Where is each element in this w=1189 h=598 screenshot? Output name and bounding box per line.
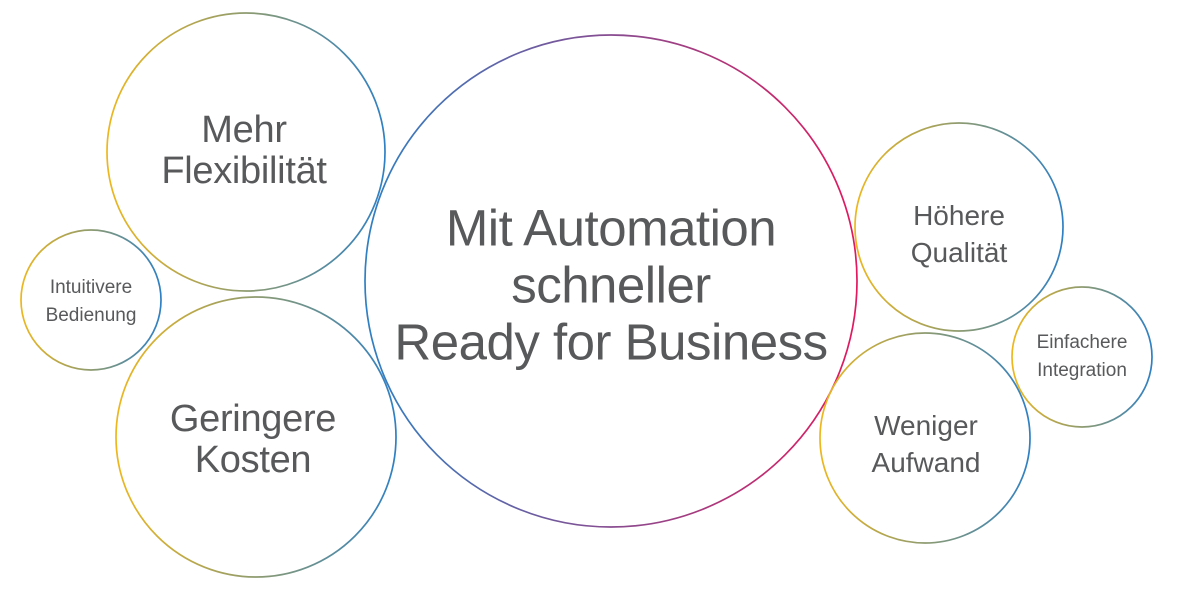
bubble-outline-geringere-kosten: [115, 296, 397, 578]
bubble-label-line: Einfachere: [1036, 332, 1128, 353]
center-bubble-outline: [364, 34, 858, 528]
bubble-label-line: Höhere: [913, 200, 1005, 231]
center-bubble-label-line: Mit Automation: [445, 199, 777, 257]
bubble-label-geringere-kosten: Geringere Kosten: [169, 398, 337, 481]
center-bubble-label: Mit Automation schneller Ready for Busin…: [394, 199, 828, 371]
bubble-label-line: Kosten: [194, 439, 312, 481]
bubble-label-line: Geringere: [169, 398, 337, 440]
bubble-label-line: Integration: [1037, 360, 1127, 381]
bubble-outline-hoehere-qualitaet: [854, 122, 1064, 332]
bubble-label-line: Intuitivere: [49, 277, 133, 298]
bubble-label-line: Aufwand: [871, 447, 981, 478]
bubble-label-line: Qualität: [910, 237, 1008, 268]
bubble-label-line: Bedienung: [45, 305, 137, 326]
bubble-label-line: Mehr: [201, 109, 287, 151]
bubble-label-mehr-flexibilitaet: Mehr Flexibilität: [161, 109, 327, 192]
bubble-label-hoehere-qualitaet: Höhere Qualität: [911, 197, 1008, 271]
bubble-label-line: Weniger: [874, 410, 978, 441]
bubble-label-line: Flexibilität: [161, 150, 327, 192]
bubble-label-weniger-aufwand: Weniger Aufwand: [872, 407, 981, 481]
bubble-outline-intuitivere-bedienung: [20, 229, 162, 371]
bubble-label-intuitivere-bedienung: Intuitivere Bedienung: [46, 274, 137, 330]
center-bubble-label-line: schneller: [511, 256, 711, 314]
bubble-outline-weniger-aufwand: [819, 332, 1031, 544]
bubble-outline-einfachere-integration: [1011, 286, 1153, 428]
center-bubble-label-line: Ready for Business: [394, 313, 828, 371]
bubble-outline-mehr-flexibilitaet: [106, 12, 386, 292]
bubble-label-einfachere-integration: Einfachere Integration: [1037, 329, 1128, 385]
